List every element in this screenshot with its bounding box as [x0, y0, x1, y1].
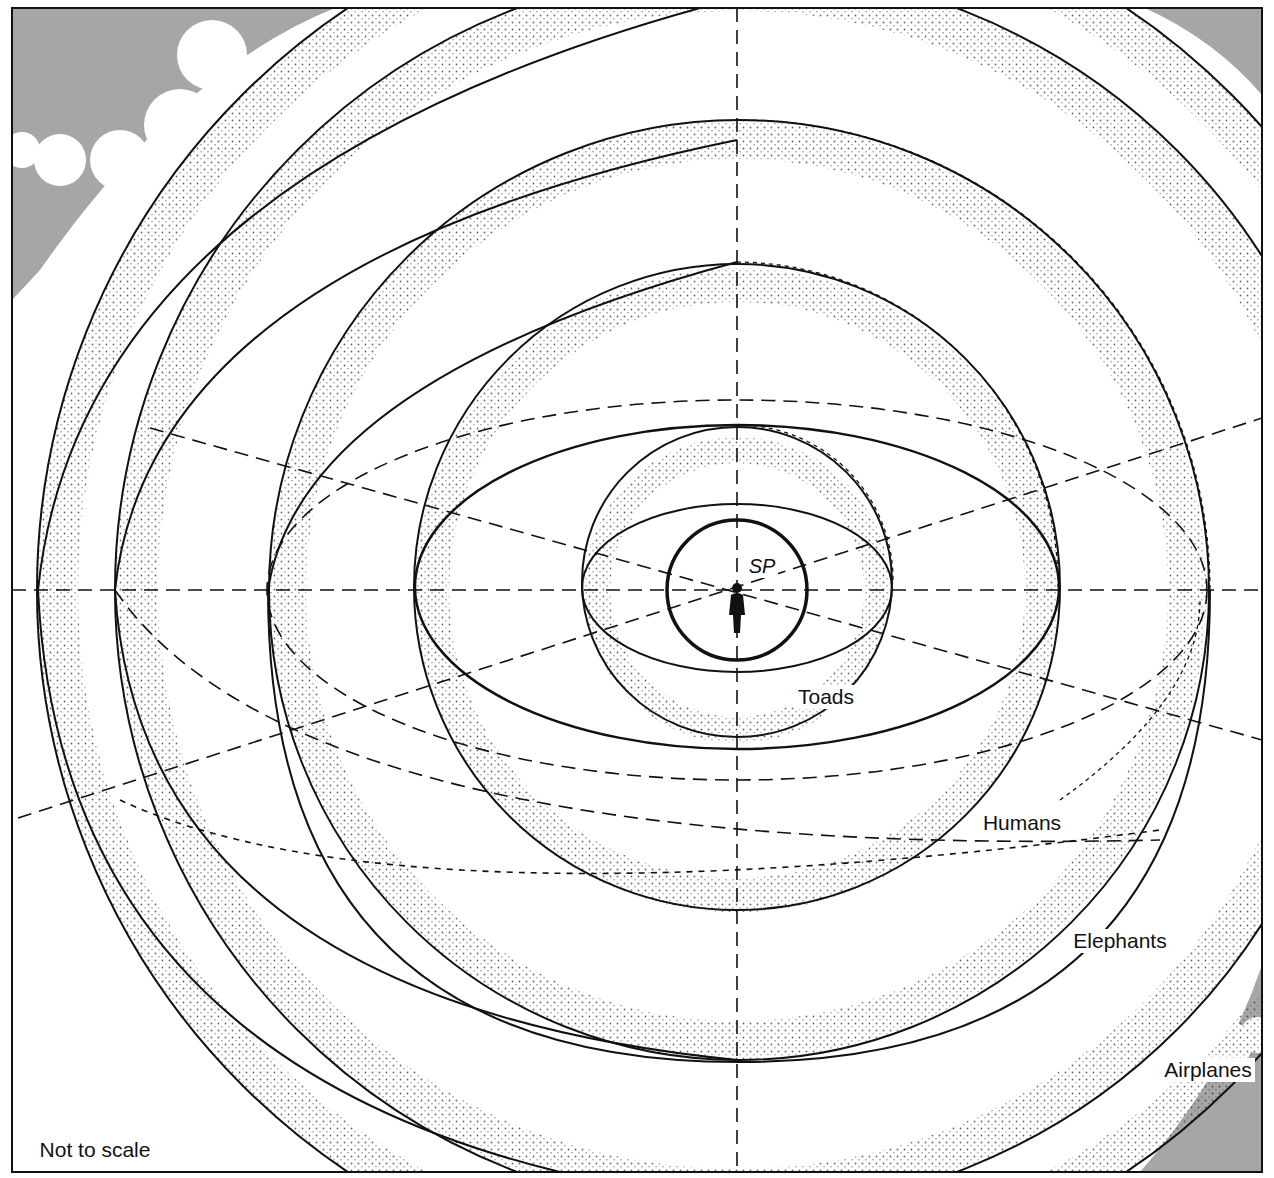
reference-lines	[12, 8, 1262, 1172]
note: Not to scale	[37, 1138, 154, 1162]
region-label: Humans	[980, 811, 1064, 835]
frame	[12, 8, 1262, 1172]
observer-label: SP	[746, 555, 779, 578]
observer-figure	[729, 583, 745, 633]
sky-corner	[12, 8, 335, 300]
hidden-arcs	[737, 120, 1210, 800]
region-label: Elephants	[1070, 929, 1169, 953]
region-label: Airplanes	[1161, 1058, 1255, 1082]
region-label: Toads	[795, 685, 857, 709]
